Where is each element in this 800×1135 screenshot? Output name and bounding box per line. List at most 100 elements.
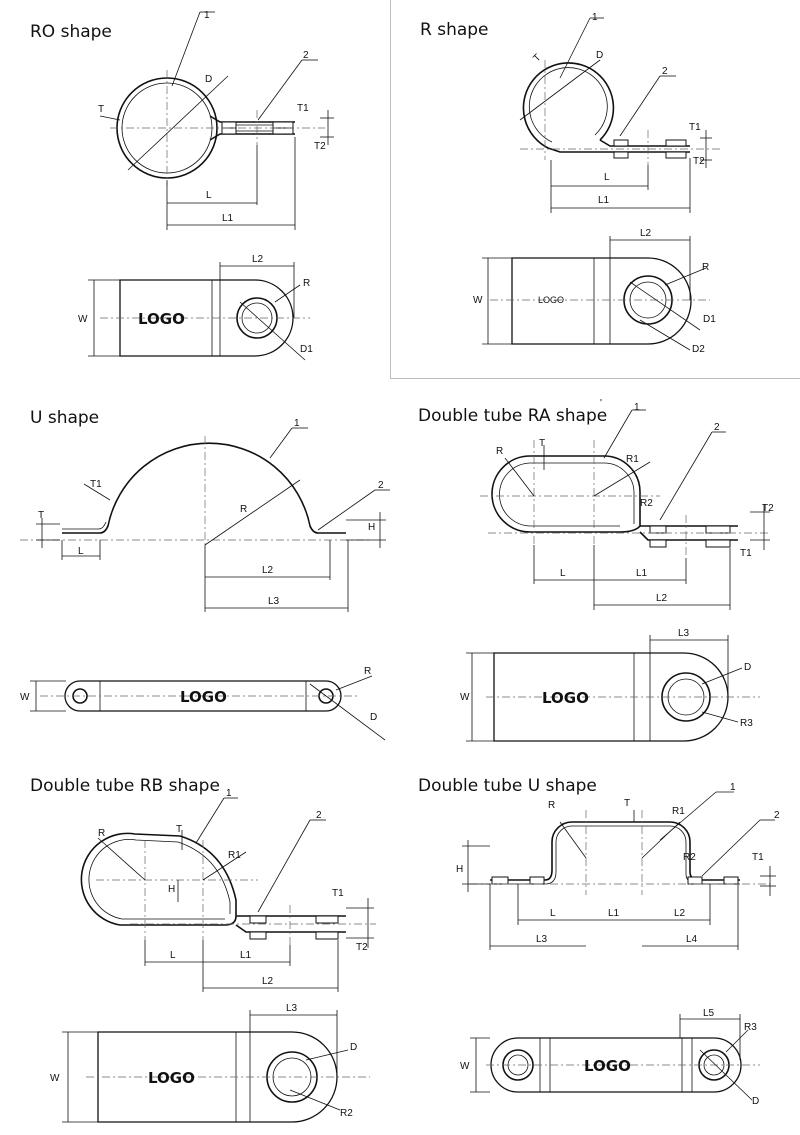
- label-2-du: 2: [774, 810, 780, 821]
- label-l: L: [206, 190, 212, 201]
- label-1: 1: [204, 10, 210, 21]
- label-tick-dra: ': [600, 398, 602, 409]
- label-r1-du: R1: [672, 806, 685, 817]
- label-l2-r: L2: [640, 228, 652, 239]
- ro-shape-profile: [99, 11, 334, 230]
- label-l2: L2: [252, 254, 264, 265]
- label-d1: D1: [300, 344, 313, 355]
- double-tube-ra-top-view: [466, 635, 760, 742]
- logo-u: LOGO: [180, 688, 227, 706]
- label-t-r: T: [531, 52, 543, 64]
- label-l1-drb: L1: [240, 950, 252, 961]
- label-1-drb: 1: [226, 788, 232, 799]
- label-t1-du: T1: [752, 852, 764, 863]
- u-shape-top-view: [30, 675, 386, 741]
- label-r: R: [303, 278, 310, 289]
- label-r2-dra: R2: [640, 498, 653, 509]
- label-r-u-top: R: [364, 666, 371, 677]
- logo-ro: LOGO: [138, 310, 185, 328]
- label-t2-r: T2: [693, 156, 705, 167]
- label-d2-r: D2: [692, 344, 705, 355]
- label-h-du: H: [456, 864, 463, 875]
- double-tube-u-profile: [462, 791, 776, 950]
- label-t2: T2: [314, 141, 326, 152]
- label-l-drb: L: [170, 950, 176, 961]
- r-shape-top-view: [482, 236, 710, 351]
- label-2-dra: 2: [714, 422, 720, 433]
- label-l-r: L: [604, 172, 610, 183]
- label-2-r: 2: [662, 66, 668, 77]
- label-h-drb: H: [168, 884, 175, 895]
- label-h-u: H: [368, 522, 375, 533]
- logo-du: LOGO: [584, 1057, 631, 1075]
- panel-divider: [390, 0, 800, 379]
- label-l1-du: L1: [608, 908, 620, 919]
- label-t2-dra: T2: [762, 503, 774, 514]
- double-tube-u-top-view: [470, 1014, 760, 1101]
- title-double-tube-rb-shape: Double tube RB shape: [30, 776, 220, 796]
- label-t: T: [98, 104, 104, 115]
- title-r-shape: R shape: [420, 20, 489, 40]
- label-t1-drb: T1: [332, 888, 344, 899]
- label-r3-du: R3: [744, 1022, 757, 1033]
- logo-drb: LOGO: [148, 1069, 195, 1087]
- label-l1-r: L1: [598, 195, 610, 206]
- label-t1-r: T1: [689, 122, 701, 133]
- label-r-r: R: [702, 262, 709, 273]
- label-r3-dra: R3: [740, 718, 753, 729]
- label-l3-dra: L3: [678, 628, 690, 639]
- label-l5-du: L5: [703, 1008, 715, 1019]
- label-t-drb: T: [176, 824, 182, 835]
- label-t1-dra: T1: [740, 548, 752, 559]
- label-w-du: W: [460, 1061, 470, 1072]
- label-d1-r: D1: [703, 314, 716, 325]
- title-u-shape: U shape: [30, 408, 100, 428]
- label-d-drb: D: [350, 1042, 357, 1053]
- label-l1: L1: [222, 213, 234, 224]
- label-l-dra: L: [560, 568, 566, 579]
- label-r2-drb: R2: [340, 1108, 353, 1119]
- title-double-tube-ra-shape: Double tube RA shape: [418, 406, 608, 426]
- label-t-dra: T: [539, 438, 545, 449]
- label-r-du: R: [548, 800, 555, 811]
- label-2-drb: 2: [316, 810, 322, 821]
- label-1-r: 1: [592, 12, 598, 23]
- label-w-u: W: [20, 692, 30, 703]
- label-t2-drb: T2: [356, 942, 368, 953]
- label-t1: T1: [297, 103, 309, 114]
- label-l2-drb: L2: [262, 976, 274, 987]
- label-d-u: D: [370, 712, 377, 723]
- label-l3-u: L3: [268, 596, 280, 607]
- label-r1-drb: R1: [228, 850, 241, 861]
- label-d-r: D: [596, 50, 603, 61]
- label-t-du: T: [624, 798, 630, 809]
- label-d: D: [205, 74, 212, 85]
- title-ro-shape: RO shape: [30, 22, 112, 42]
- ro-shape-top-view: [88, 262, 310, 361]
- label-l2-u: L2: [262, 565, 274, 576]
- label-l1-dra: L1: [636, 568, 648, 579]
- label-w-r: W: [473, 295, 483, 306]
- label-r-dra: R: [496, 446, 503, 457]
- label-2: 2: [303, 50, 309, 61]
- label-w-dra: W: [460, 692, 470, 703]
- label-w-drb: W: [50, 1073, 60, 1084]
- label-1-u: 1: [294, 418, 300, 429]
- label-l2-dra: L2: [656, 593, 668, 604]
- label-r-u: R: [240, 504, 247, 515]
- label-d-du: D: [752, 1096, 759, 1107]
- label-l-du: L: [550, 908, 556, 919]
- label-2-u: 2: [378, 480, 384, 491]
- label-d-dra: D: [744, 662, 751, 673]
- label-t-u: T: [38, 510, 44, 521]
- label-l3-du: L3: [536, 934, 548, 945]
- label-w: W: [78, 314, 88, 325]
- label-l3-drb: L3: [286, 1003, 298, 1014]
- logo-r: LOGO: [538, 295, 564, 305]
- label-l2-du: L2: [674, 908, 686, 919]
- double-tube-rb-top-view: [62, 1010, 370, 1123]
- label-1-du: 1: [730, 782, 736, 793]
- logo-dra: LOGO: [542, 689, 589, 707]
- u-shape-profile: [20, 427, 390, 612]
